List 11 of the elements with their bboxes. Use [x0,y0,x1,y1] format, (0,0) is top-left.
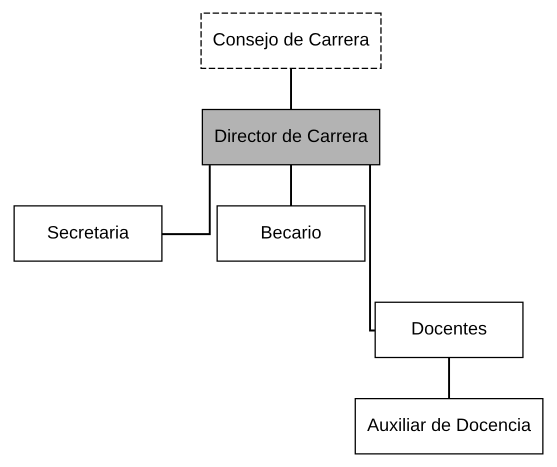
connector [290,68,292,110]
connector [369,164,375,332]
connector [448,358,450,398]
node-box: Secretaria [14,205,163,262]
node-box: Consejo de Carrera [200,12,382,70]
connector [162,165,211,236]
connector [290,165,292,206]
node-box: Docentes [374,302,524,358]
node-box: Auxiliar de Docencia [354,398,544,454]
node-box: Becario [216,205,366,262]
node-box: Director de Carrera [202,108,380,166]
